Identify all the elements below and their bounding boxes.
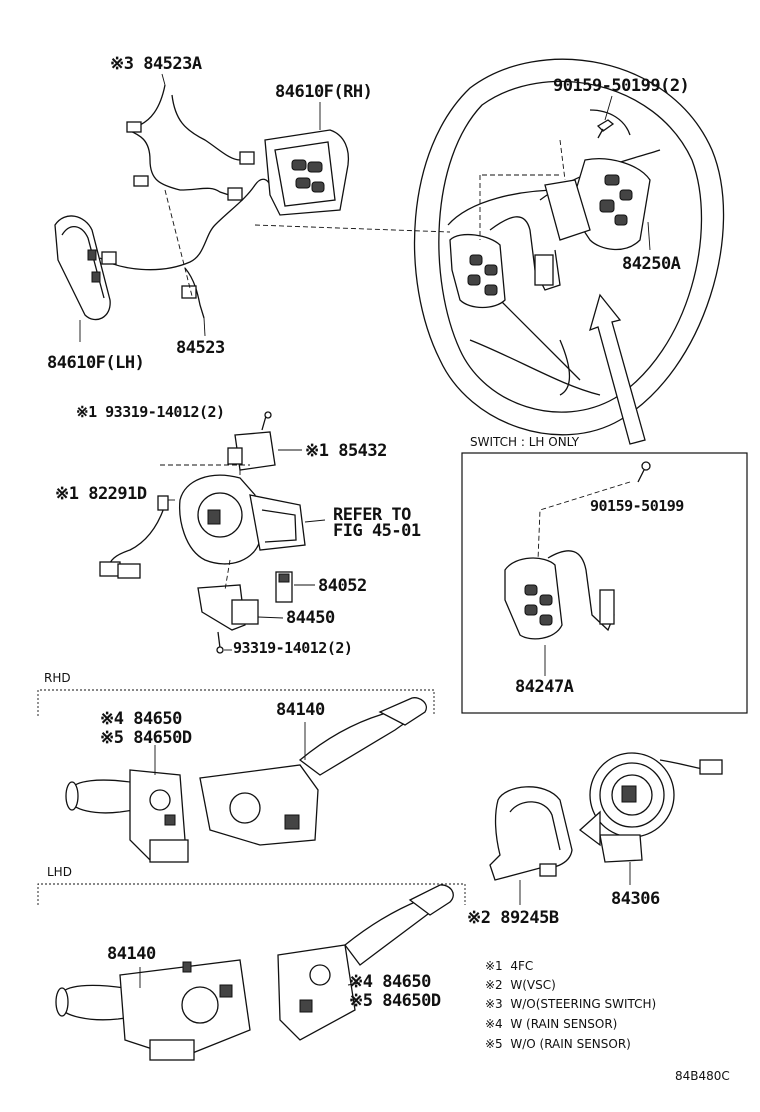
label-90159-50199: 90159-50199 <box>590 497 684 515</box>
label-84052: 84052 <box>318 576 367 596</box>
harness-84523-drawing <box>99 178 271 337</box>
label-84650D-rhd: ※5 84650D <box>100 728 192 748</box>
switch-lh-only-box <box>461 452 748 714</box>
label-82291D: ※1 82291D <box>55 484 147 504</box>
label-84610F-RH: 84610F(RH) <box>275 82 373 102</box>
label-84140-lhd: 84140 <box>107 944 156 964</box>
legend-row: ※2 W(VSC) <box>485 978 556 992</box>
label-84250A: 84250A <box>622 254 681 274</box>
label-84450: 84450 <box>286 608 335 628</box>
legend-row: ※3 W/O(STEERING SWITCH) <box>485 997 657 1011</box>
rhd-section-drawing <box>37 689 435 863</box>
legend-row: ※1 4FC <box>485 959 534 973</box>
label-90159-50199-2: 90159-50199(2) <box>553 76 690 96</box>
harness-84523A-drawing <box>126 84 255 201</box>
label-89245B: ※2 89245B <box>467 908 559 928</box>
label-84140-rhd: 84140 <box>276 700 325 720</box>
label-rhd: RHD <box>44 671 71 685</box>
switch-84610F-LH-drawing <box>54 215 111 342</box>
label-84650D-lhd: ※5 84650D <box>349 991 441 1011</box>
sensor-89245B-drawing <box>489 786 573 905</box>
label-refer-to: REFER TO <box>333 505 411 525</box>
label-84306: 84306 <box>611 889 660 909</box>
label-84523: 84523 <box>176 338 225 358</box>
label-lhd: LHD <box>47 865 72 879</box>
diagram-code: 84B480C <box>675 1069 730 1083</box>
switch-84610F-RH-drawing <box>264 102 350 216</box>
combination-switch-assembly-drawing <box>99 411 326 654</box>
label-84523A: ※3 84523A <box>110 54 202 74</box>
legend-row: ※4 W (RAIN SENSOR) <box>485 1017 618 1031</box>
label-84247A: 84247A <box>515 677 574 697</box>
label-switch-lh-only: SWITCH : LH ONLY <box>470 435 580 449</box>
legend-row: ※5 W/O (RAIN SENSOR) <box>485 1037 631 1051</box>
label-85432: ※1 85432 <box>305 441 387 461</box>
spiral-cable-84306-drawing <box>578 752 723 885</box>
label-84610F-LH: 84610F(LH) <box>47 353 145 373</box>
leader-lines <box>161 73 651 501</box>
label-93319-14012-bottom: 93319-14012(2) <box>233 639 353 657</box>
label-84650-rhd: ※4 84650 <box>100 709 182 729</box>
steering-wheel-drawing <box>254 58 725 445</box>
label-84650-lhd: ※4 84650 <box>349 972 431 992</box>
lhd-section-drawing <box>37 883 466 1061</box>
label-93319-14012-top: ※1 93319-14012(2) <box>76 403 225 421</box>
label-fig-45-01: FIG 45-01 <box>333 521 421 541</box>
